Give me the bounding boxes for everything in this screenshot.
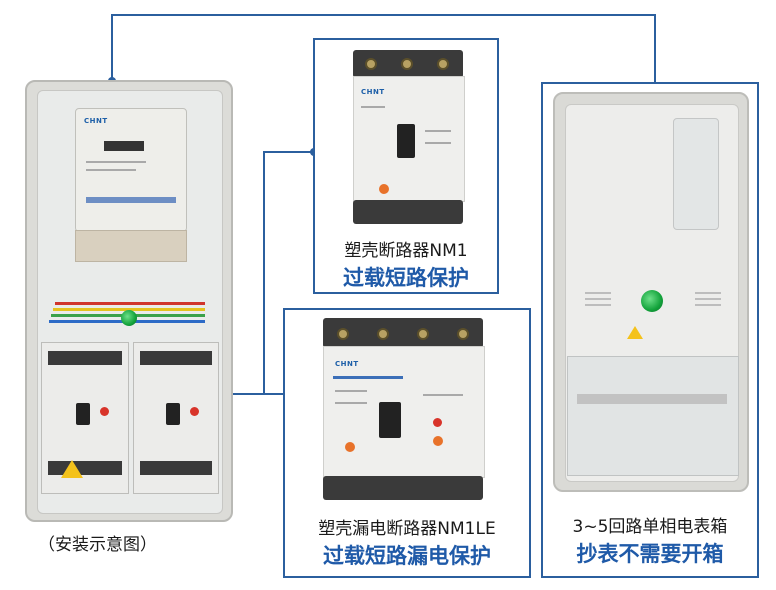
nm1-print <box>425 142 451 144</box>
install-caption: （安装示意图） <box>38 535 157 555</box>
breaker-terminals <box>140 461 212 475</box>
connector-top-horizontal <box>111 14 656 16</box>
connector-right-vertical <box>654 14 656 88</box>
terminal-screw <box>365 58 377 70</box>
nm1-toggle <box>397 124 415 158</box>
green-indicator-button <box>121 310 137 326</box>
nm1le-body <box>323 346 485 478</box>
electric-meter: CHNT <box>75 108 187 232</box>
meter-print <box>86 169 136 171</box>
breaker-compartment <box>567 356 739 476</box>
installed-meter-box-image: CHNT <box>25 80 233 522</box>
terminal-screw <box>417 328 429 340</box>
connector-nm1-vertical <box>263 151 265 395</box>
nm1-print <box>425 130 451 132</box>
nm1le-panel: CHNT 塑壳漏电断路器NM1LE 过载短路漏电保护 <box>283 308 531 578</box>
nm1-breaker-image: CHNT <box>353 50 465 224</box>
nm1-subtitle: 过载短路保护 <box>343 266 469 290</box>
nm1le-print <box>335 402 367 404</box>
empty-meter-box-image <box>553 92 749 492</box>
wire-yellow <box>53 308 205 311</box>
meter-terminal-cover <box>75 230 187 262</box>
breaker-test-button <box>190 407 199 416</box>
breaker-terminals <box>48 461 122 475</box>
meter-print <box>86 161 146 163</box>
meter-window <box>673 118 719 230</box>
vent-slot <box>585 292 611 294</box>
nm1le-breaker-image: CHNT <box>323 318 485 500</box>
nm1le-top-terminals <box>323 318 483 348</box>
nm1le-test-button <box>345 442 355 452</box>
warning-icon <box>61 460 83 478</box>
breaker-test-button <box>100 407 109 416</box>
nm1le-subtitle: 过载短路漏电保护 <box>323 544 491 568</box>
vent-slot <box>695 292 721 294</box>
meter-display <box>104 141 144 151</box>
terminal-screw <box>457 328 469 340</box>
terminal-screw <box>337 328 349 340</box>
meterbox-title: 3~5回路单相电表箱 <box>572 517 728 537</box>
nm1le-push-button <box>433 436 443 446</box>
meter-brand: CHNT <box>84 117 108 125</box>
warning-icon <box>627 326 643 339</box>
nm1le-print <box>423 394 463 396</box>
nm1-panel: CHNT 塑壳断路器NM1 过载短路保护 <box>313 38 499 294</box>
nm1le-red-button <box>433 418 442 427</box>
connector-left-vertical <box>111 14 113 80</box>
nm1-print <box>361 106 385 108</box>
breaker-right <box>133 342 219 494</box>
nm1le-toggle <box>379 402 401 438</box>
vent-slot <box>585 298 611 300</box>
nm1le-brand: CHNT <box>335 360 359 368</box>
wire-red <box>55 302 205 305</box>
meter-label-strip <box>86 197 176 203</box>
terminal-screw <box>437 58 449 70</box>
nm1-brand: CHNT <box>361 88 385 96</box>
meterbox-panel: 3~5回路单相电表箱 抄表不需要开箱 <box>541 82 759 578</box>
green-indicator-button <box>641 290 663 312</box>
vent-slot <box>695 298 721 300</box>
breaker-terminals <box>140 351 212 365</box>
breaker-left <box>41 342 129 494</box>
nm1le-blue-strip <box>333 376 403 379</box>
vent-slot <box>585 304 611 306</box>
terminal-screw <box>401 58 413 70</box>
vent-slot <box>695 304 721 306</box>
nm1-title: 塑壳断路器NM1 <box>344 241 468 261</box>
nm1le-bottom-terminals <box>323 476 483 500</box>
connector-nm1 <box>263 151 315 153</box>
meterbox-subtitle: 抄表不需要开箱 <box>576 542 724 566</box>
breaker-toggle <box>166 403 180 425</box>
breaker-toggle <box>76 403 90 425</box>
breaker-terminals <box>48 351 122 365</box>
terminal-screw <box>377 328 389 340</box>
din-rail <box>577 394 727 404</box>
nm1le-title: 塑壳漏电断路器NM1LE <box>318 519 496 539</box>
nm1-bottom-terminals <box>353 200 463 224</box>
nm1le-print <box>335 390 367 392</box>
nm1-push-button <box>379 184 389 194</box>
